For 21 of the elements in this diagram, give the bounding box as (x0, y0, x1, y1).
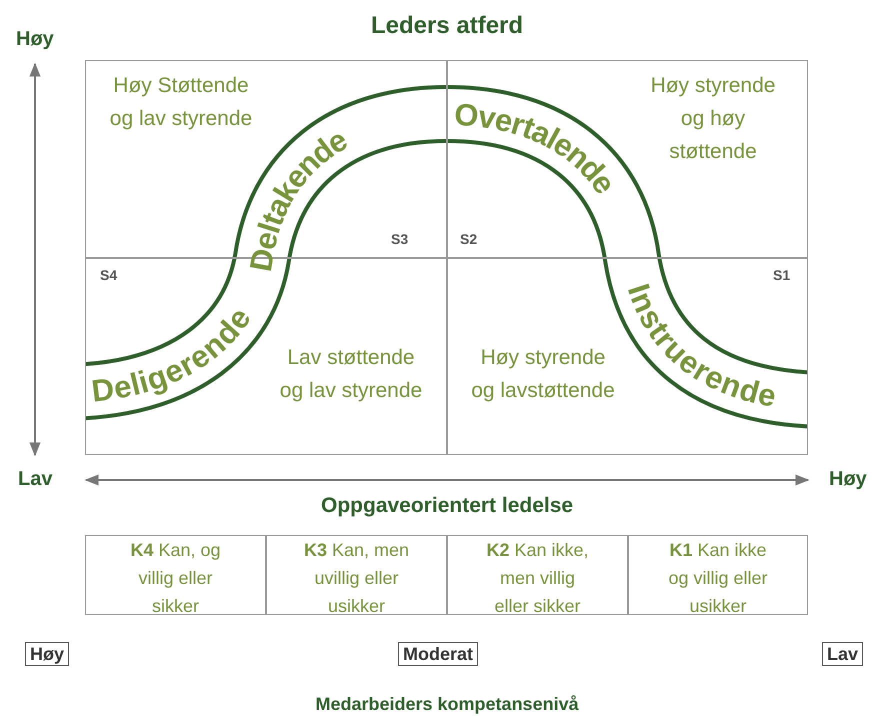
axis-title: Medarbeiders kompetansenivå (316, 694, 579, 715)
scale-tag: Moderat (398, 642, 478, 666)
quadrant-text: Høy styrende og lavstøttende (470, 345, 616, 404)
axis-end-label: Høy (829, 468, 867, 491)
competence-cell: K1 Kan ikke og villig eller usikker (628, 535, 808, 615)
style-code: S4 (100, 267, 118, 283)
scale-tag: Lav (822, 642, 864, 666)
quadrant-text: Høy Støttende og lav styrende (108, 73, 254, 132)
axis-end-label: Høy (16, 28, 54, 51)
axis-end-label: Lav (18, 468, 52, 491)
competence-cell: K3 Kan, men uvillig eller usikker (266, 535, 447, 615)
quadrant-text: Høy styrende og høy støttende (650, 73, 776, 165)
style-code: S2 (460, 231, 478, 247)
style-code: S1 (773, 267, 790, 283)
scale-tag: Høy (25, 642, 70, 666)
competence-cell: K2 Kan ikke, men villig eller sikker (447, 535, 628, 615)
axis-title: Leders atferd (371, 12, 524, 40)
quadrant-text: Lav støttende og lav styrende (278, 345, 424, 404)
style-code: S3 (391, 231, 408, 247)
axis-title: Oppgaveorientert ledelse (321, 494, 574, 518)
competence-cell: K4 Kan, og villig eller sikker (85, 535, 266, 615)
